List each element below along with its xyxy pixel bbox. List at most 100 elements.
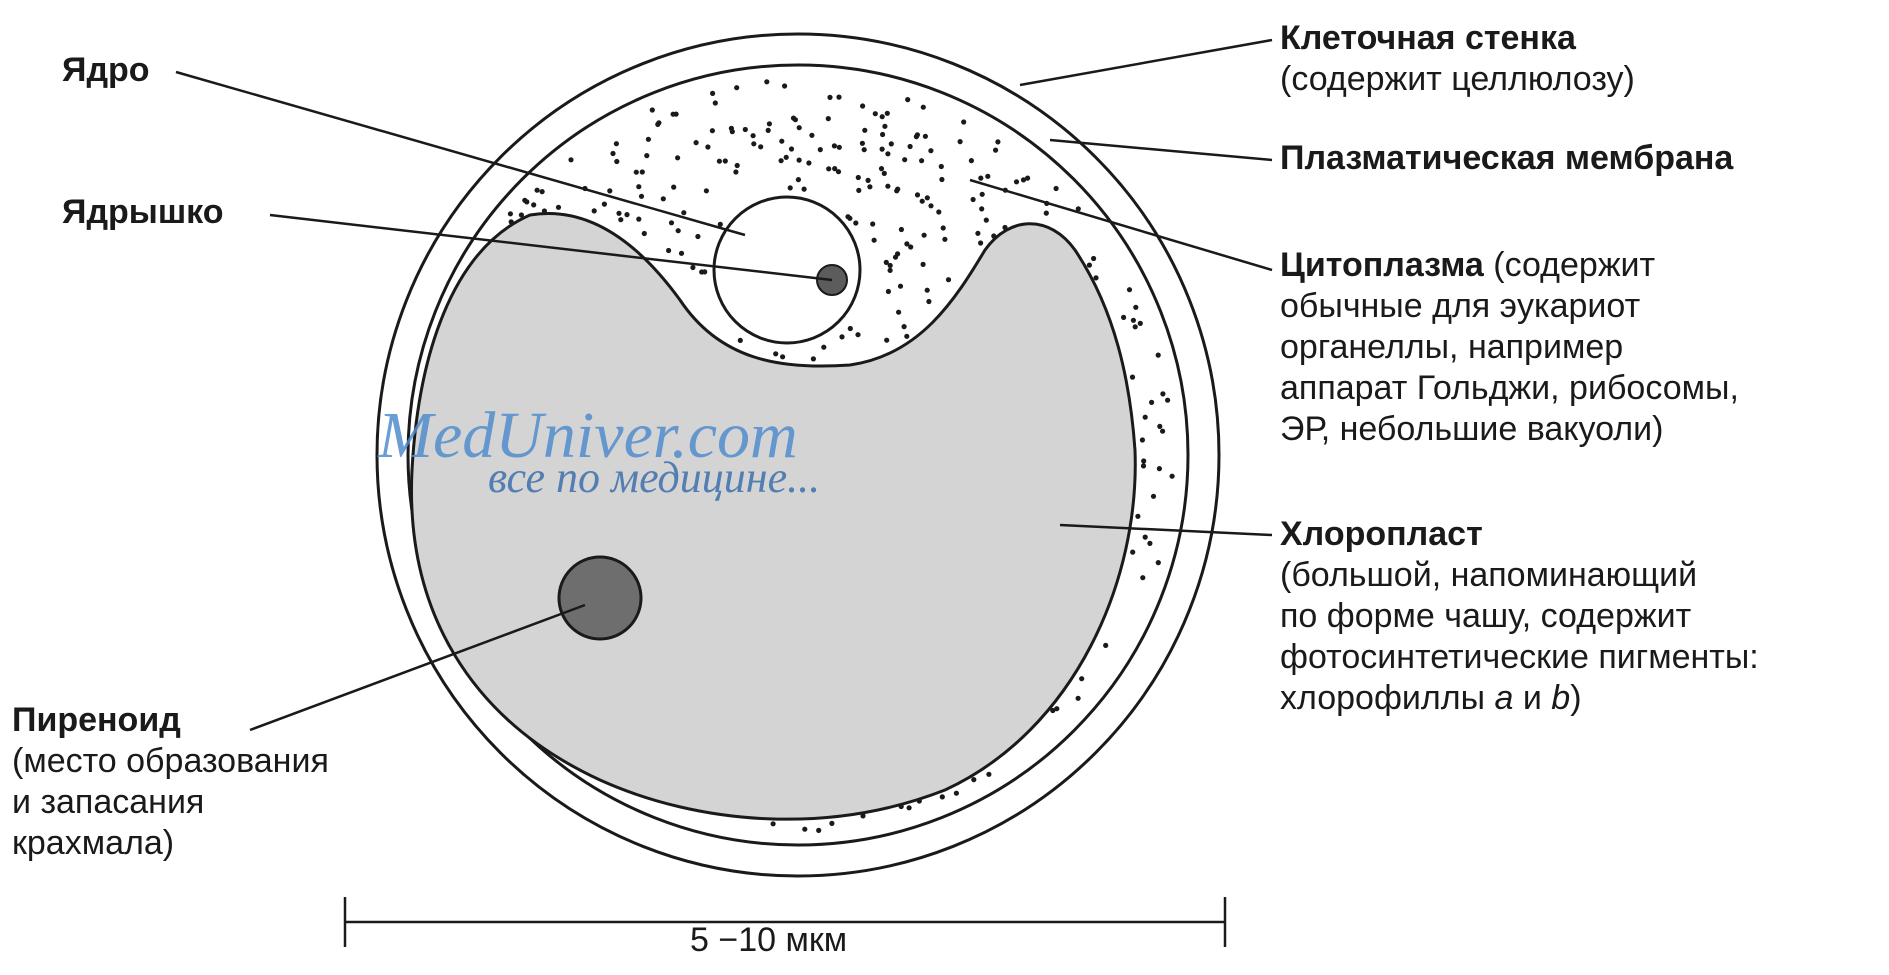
label-chloroplast: Хлоропласт (большой, напоминающий по фор… — [1280, 514, 1759, 719]
cytoplasm-dot — [767, 121, 772, 126]
cytoplasm-dot — [979, 206, 984, 211]
cytoplasm-dot — [958, 139, 963, 144]
cytoplasm-dot — [793, 117, 798, 122]
cytoplasm-dot — [784, 155, 789, 160]
cytoplasm-dot — [941, 225, 946, 230]
cytoplasm-dot — [779, 158, 784, 163]
cytoplasm-dot — [1143, 535, 1148, 540]
cytoplasm-dot — [644, 153, 649, 158]
cytoplasm-dot — [882, 171, 887, 176]
cytoplasm-dot — [986, 772, 991, 777]
cytoplasm-dot — [751, 133, 756, 138]
cytoplasm-dot — [782, 83, 787, 88]
cytoplasm-dot — [1141, 463, 1146, 468]
cytoplasm-dot — [936, 209, 941, 214]
cytoplasm-dot — [729, 126, 734, 131]
cytoplasm-dot — [1156, 560, 1161, 565]
cytoplasm-dot — [779, 139, 784, 144]
label-nucleus: Ядро — [62, 50, 150, 91]
cytoplasm-dot — [1091, 256, 1096, 261]
cytoplasm-dot — [796, 177, 801, 182]
cytoplasm-dot — [614, 159, 619, 164]
cytoplasm-dot — [832, 166, 837, 171]
cytoplasm-dot — [899, 227, 904, 232]
label-cell-wall: Клеточная стенка (содержит целлюлозу) — [1280, 18, 1635, 100]
cytoplasm-dot — [921, 105, 926, 110]
cytoplasm-dot — [894, 188, 899, 193]
cytoplasm-dot — [1054, 706, 1059, 711]
cytoplasm-dot — [679, 251, 684, 256]
cytoplasm-dot — [896, 310, 901, 315]
cytoplasm-dot — [908, 144, 913, 149]
cytoplasm-dot — [1076, 696, 1081, 701]
cytoplasm-dot — [839, 334, 844, 339]
cytoplasm-dot — [856, 188, 861, 193]
cytoplasm-dot — [735, 163, 740, 168]
cytoplasm-dot — [885, 111, 890, 116]
label-chloroplast-title: Хлоропласт — [1280, 514, 1759, 555]
cytoplasm-dot — [1133, 324, 1138, 329]
cytoplasm-dot — [607, 188, 612, 193]
label-pyrenoid-desc-3: крахмала) — [12, 823, 329, 864]
cytoplasm-dot — [923, 134, 928, 139]
cytoplasm-dot — [1054, 186, 1059, 191]
cytoplasm-dot — [907, 805, 912, 810]
cytoplasm-dot — [743, 127, 748, 132]
cytoplasm-dot — [980, 192, 985, 197]
cytoplasm-dot — [1103, 643, 1108, 648]
cytoplasm-dot — [1141, 458, 1146, 463]
cytoplasm-dot — [540, 189, 545, 194]
cytoplasm-dot — [666, 248, 671, 253]
cytoplasm-dot — [1079, 676, 1084, 681]
cytoplasm-dot — [856, 175, 861, 180]
cytoplasm-dot — [802, 827, 807, 832]
cytoplasm-dot — [978, 240, 983, 245]
cytoplasm-dot — [669, 220, 674, 225]
label-cell-wall-desc: (содержит целлюлозу) — [1280, 59, 1635, 100]
cytoplasm-dot — [882, 124, 887, 129]
cytoplasm-dot — [636, 217, 641, 222]
cytoplasm-dot — [618, 217, 623, 222]
cytoplasm-dot — [821, 345, 826, 350]
cytoplasm-dot — [675, 155, 680, 160]
cytoplasm-dot — [1165, 398, 1170, 403]
cytoplasm-dot — [870, 221, 875, 226]
cytoplasm-dot — [928, 203, 933, 208]
cytoplasm-dot — [705, 144, 710, 149]
cytoplasm-dot — [1157, 466, 1162, 471]
cytoplasm-dot — [646, 137, 651, 142]
cytoplasm-dot — [898, 284, 903, 289]
cytoplasm-dot — [1140, 437, 1145, 442]
cytoplasm-dot — [826, 166, 831, 171]
cytoplasm-dot — [1121, 315, 1126, 320]
cytoplasm-dot — [1157, 424, 1162, 429]
cytoplasm-dot — [704, 188, 709, 193]
cytoplasm-dot — [710, 91, 715, 96]
label-cytoplasm-desc-1: обычные для эукариот — [1280, 286, 1739, 327]
cytoplasm-dot — [1143, 415, 1148, 420]
cytoplasm-dot — [717, 159, 722, 164]
label-chloroplast-desc-1: (большой, напоминающий — [1280, 555, 1759, 596]
cytoplasm-dot — [919, 158, 924, 163]
cytoplasm-dot — [636, 184, 641, 189]
cytoplasm-dot — [902, 324, 907, 329]
label-cytoplasm-desc-4: ЭР, небольшие вакуоли) — [1280, 409, 1739, 450]
cytoplasm-dot — [556, 205, 561, 210]
label-cytoplasm: Цитоплазма (содержит обычные для эукарио… — [1280, 245, 1739, 450]
cytoplasm-dot — [681, 210, 686, 215]
cytoplasm-dot — [925, 195, 930, 200]
label-pyrenoid-desc-1: (место образования — [12, 741, 329, 782]
cytoplasm-dot — [939, 177, 944, 182]
cytoplasm-dot — [867, 184, 872, 189]
cytoplasm-dot — [975, 231, 980, 236]
cytoplasm-dot — [734, 85, 739, 90]
cytoplasm-dot — [995, 139, 1000, 144]
cytoplasm-dot — [939, 164, 944, 169]
cytoplasm-dot — [837, 145, 842, 150]
cytoplasm-dot — [884, 338, 889, 343]
label-nucleolus: Ядрышко — [62, 192, 224, 233]
cytoplasm-dot — [1093, 275, 1098, 280]
cytoplasm-dot — [1151, 494, 1156, 499]
cytoplasm-dot — [880, 147, 885, 152]
cytoplasm-dot — [915, 192, 920, 197]
